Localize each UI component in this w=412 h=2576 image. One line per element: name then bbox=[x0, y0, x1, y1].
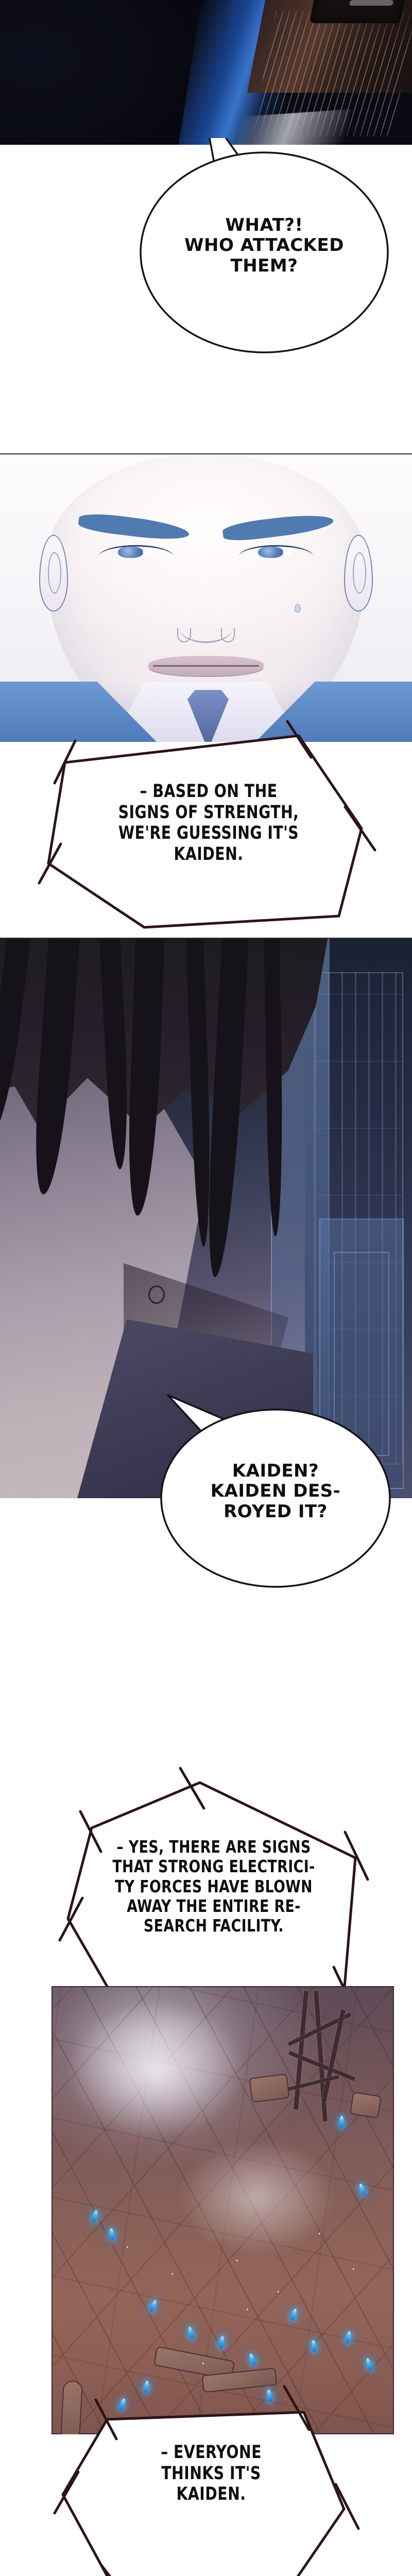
narration-bubble-signs-of-strength: – BASED ON THE SIGNS OF STRENGTH, WE'RE … bbox=[31, 720, 386, 942]
dust-mote bbox=[236, 2259, 238, 2261]
bubble-electricity-shape bbox=[58, 1767, 369, 2016]
left-ear bbox=[39, 535, 68, 612]
mouth bbox=[148, 655, 264, 676]
speech-bubble-what-who-attacked: WHAT?! WHO ATTACKED THEM? bbox=[138, 106, 390, 354]
left-iris bbox=[118, 546, 144, 558]
nose bbox=[177, 613, 235, 643]
car-control-pad bbox=[309, 0, 408, 23]
dust-mote bbox=[277, 2291, 279, 2293]
dust-mote bbox=[202, 2362, 204, 2364]
collapsed-metal-tower bbox=[278, 1990, 367, 2143]
right-eyelid bbox=[239, 545, 313, 560]
sweat-drop bbox=[295, 604, 301, 613]
bubble-everyone-shape bbox=[53, 2385, 360, 2576]
car-interior-panel bbox=[0, 0, 412, 145]
destroyed-research-facility-panel bbox=[52, 1986, 394, 2434]
bubble-kaiden-text: KAIDEN? KAIDEN DES- ROYED IT? bbox=[210, 1461, 341, 1522]
bubble-what-text: WHAT?! WHO ATTACKED THEM? bbox=[184, 215, 344, 276]
dust-mote bbox=[318, 2232, 320, 2234]
dust-mote bbox=[127, 2246, 129, 2248]
right-ear bbox=[344, 535, 373, 612]
dust-mote bbox=[247, 2309, 249, 2311]
left-eyelid bbox=[99, 545, 173, 560]
suit-collar bbox=[0, 681, 412, 742]
bubble-based-on-text: – BASED ON THE SIGNS OF STRENGTH, WE'RE … bbox=[118, 781, 299, 865]
earring bbox=[148, 1285, 165, 1304]
smoke-plume-secondary bbox=[133, 2121, 339, 2273]
dust-mote bbox=[353, 2268, 355, 2270]
narration-bubble-electricity-forces: – YES, THERE ARE SIGNS THAT STRONG ELECT… bbox=[36, 1751, 391, 2029]
dark-haired-character-panel bbox=[0, 938, 412, 1498]
bubble-everyone-text: – EVERYONE THINKS IT'S KAIDEN. bbox=[161, 2442, 262, 2505]
concrete-slab bbox=[350, 2091, 382, 2119]
left-eye bbox=[99, 545, 173, 560]
speech-bubble-kaiden-destroyed-it: KAIDEN? KAIDEN DES- ROYED IT? bbox=[156, 1391, 396, 1590]
bubble-based-on-shape bbox=[38, 720, 376, 929]
right-eye bbox=[239, 545, 313, 560]
stern-man-face-panel bbox=[0, 453, 412, 742]
bubble-kaiden-shape bbox=[160, 1394, 391, 1588]
right-iris bbox=[258, 546, 284, 558]
bubble-electricity-text: – YES, THERE ARE SIGNS THAT STRONG ELECT… bbox=[112, 1837, 315, 1936]
bubble-what-shape bbox=[140, 106, 389, 353]
concrete-slab bbox=[249, 2073, 290, 2103]
blue-crystal-spark bbox=[339, 2116, 344, 2129]
narration-bubble-everyone-thinks: – EVERYONE THINKS IT'S KAIDEN. bbox=[52, 2354, 371, 2576]
dust-mote bbox=[171, 2273, 173, 2275]
